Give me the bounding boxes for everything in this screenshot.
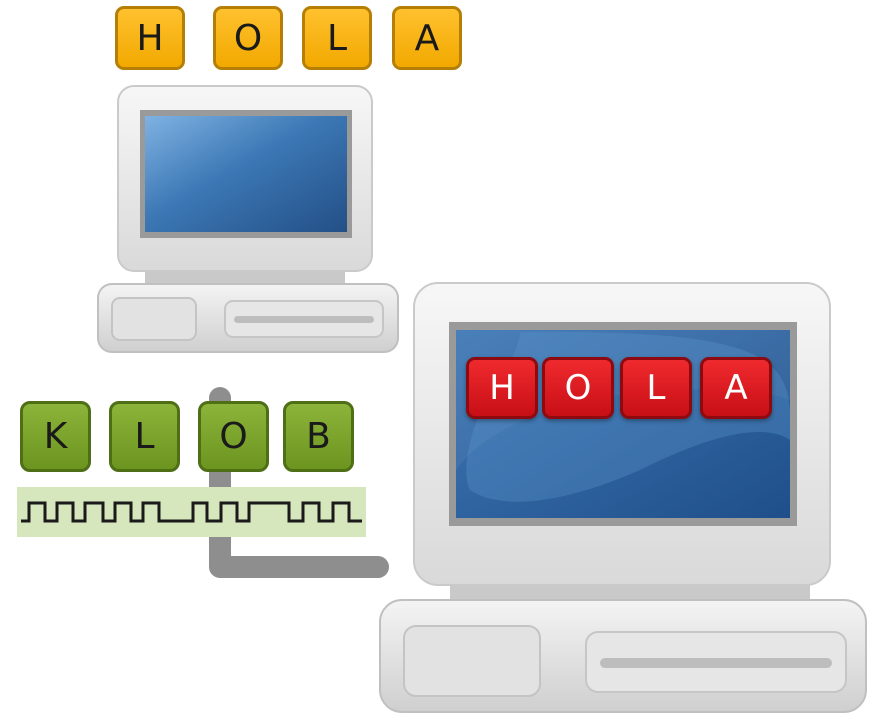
sender-letter-tile: H bbox=[115, 6, 185, 70]
encoded-letter-tile: O bbox=[198, 401, 269, 472]
received-letter-tile: O bbox=[542, 357, 614, 419]
receiver-computer bbox=[379, 282, 867, 713]
encoded-letter-tile: L bbox=[109, 401, 180, 472]
sender-screen bbox=[145, 116, 347, 232]
sender-letter-tile: O bbox=[213, 6, 283, 70]
sender-letter-tile: A bbox=[392, 6, 462, 70]
sender-letter-tile: L bbox=[302, 6, 372, 70]
received-letter-tile: A bbox=[700, 357, 772, 419]
square-wave-icon bbox=[21, 501, 362, 523]
received-letter-tile: H bbox=[466, 357, 538, 419]
signal-band bbox=[17, 487, 366, 537]
encoded-letter-tile: B bbox=[283, 401, 354, 472]
sender-computer bbox=[97, 85, 399, 353]
encoded-letter-tile: K bbox=[20, 401, 91, 472]
received-letter-tile: L bbox=[620, 357, 692, 419]
